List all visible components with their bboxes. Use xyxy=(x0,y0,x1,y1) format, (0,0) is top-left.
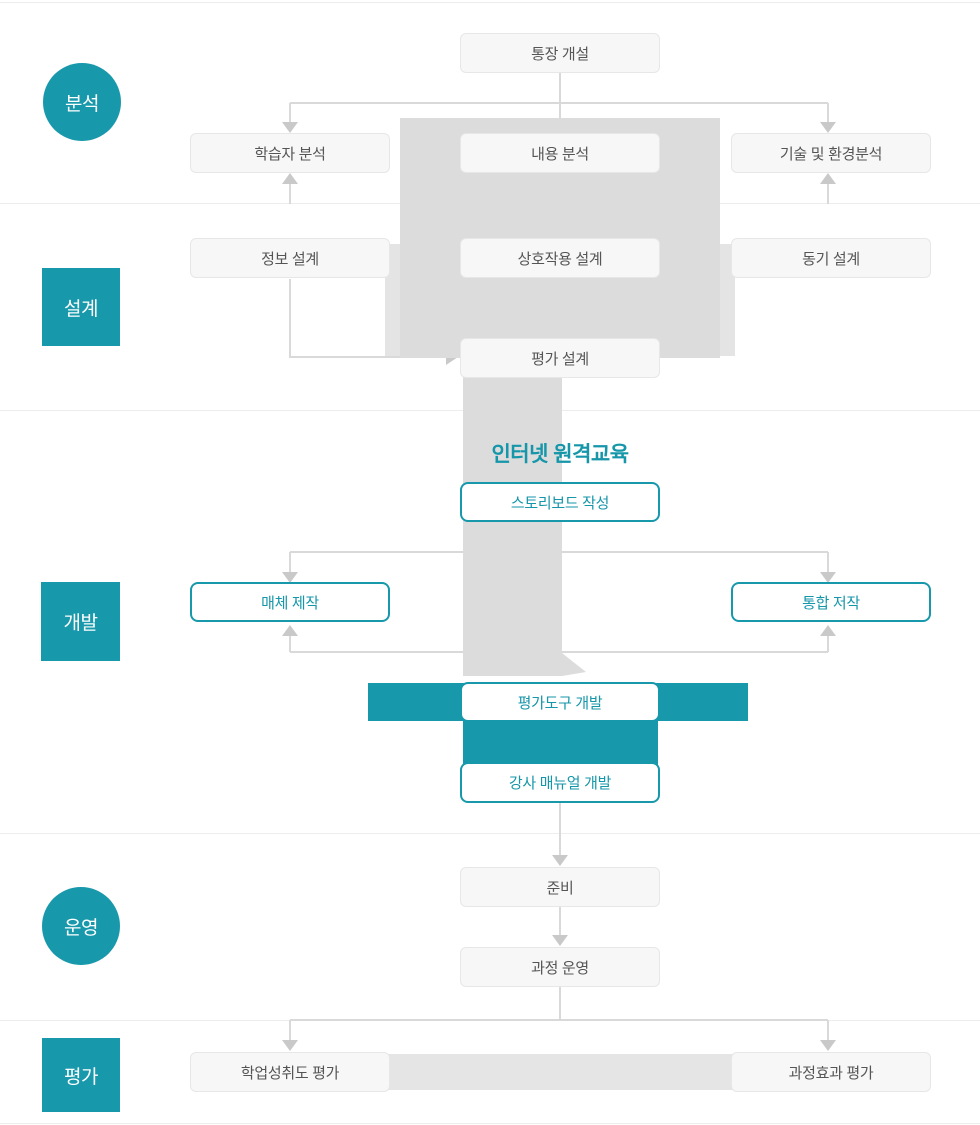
gray-flow-shape xyxy=(368,118,752,676)
flow-box-interaction-design: 상호작용 설계 xyxy=(460,238,660,278)
flow-box-tech-env-analysis: 기술 및 환경분석 xyxy=(731,133,931,173)
arrowheads xyxy=(282,122,836,1051)
stage-badge-analysis: 분석 xyxy=(43,63,121,141)
flow-box-learner-analysis: 학습자 분석 xyxy=(190,133,390,173)
stage-badge-design: 설계 xyxy=(42,268,120,346)
internet-distance-education-heading: 인터넷 원격교육 xyxy=(491,443,629,466)
stage-badge-evaluation: 평가 xyxy=(42,1038,120,1112)
flow-box-course-operation: 과정 운영 xyxy=(460,947,660,987)
flow-box-course-open: 통장 개설 xyxy=(460,33,660,73)
evaluation-connector-bar xyxy=(388,1054,733,1090)
flow-box-achievement-eval: 학업성취도 평가 xyxy=(190,1052,390,1092)
flow-box-eval-tool-dev: 평가도구 개발 xyxy=(460,682,660,722)
flow-box-course-effect-eval: 과정효과 평가 xyxy=(731,1052,931,1092)
flow-box-preparation: 준비 xyxy=(460,867,660,907)
stage-badge-development: 개발 xyxy=(41,582,120,661)
flow-box-media-production: 매체 제작 xyxy=(190,582,390,622)
stage-badge-operation: 운영 xyxy=(42,887,120,965)
flow-box-integrated-authoring: 통합 저작 xyxy=(731,582,931,622)
flow-box-info-design: 정보 설계 xyxy=(190,238,390,278)
flow-box-content-analysis: 내용 분석 xyxy=(460,133,660,173)
flow-box-motivation-design: 동기 설계 xyxy=(731,238,931,278)
flow-box-evaluation-design: 평가 설계 xyxy=(460,338,660,378)
flow-box-storyboard: 스토리보드 작성 xyxy=(460,482,660,522)
flow-box-instructor-manual-dev: 강사 매뉴얼 개발 xyxy=(460,762,660,803)
